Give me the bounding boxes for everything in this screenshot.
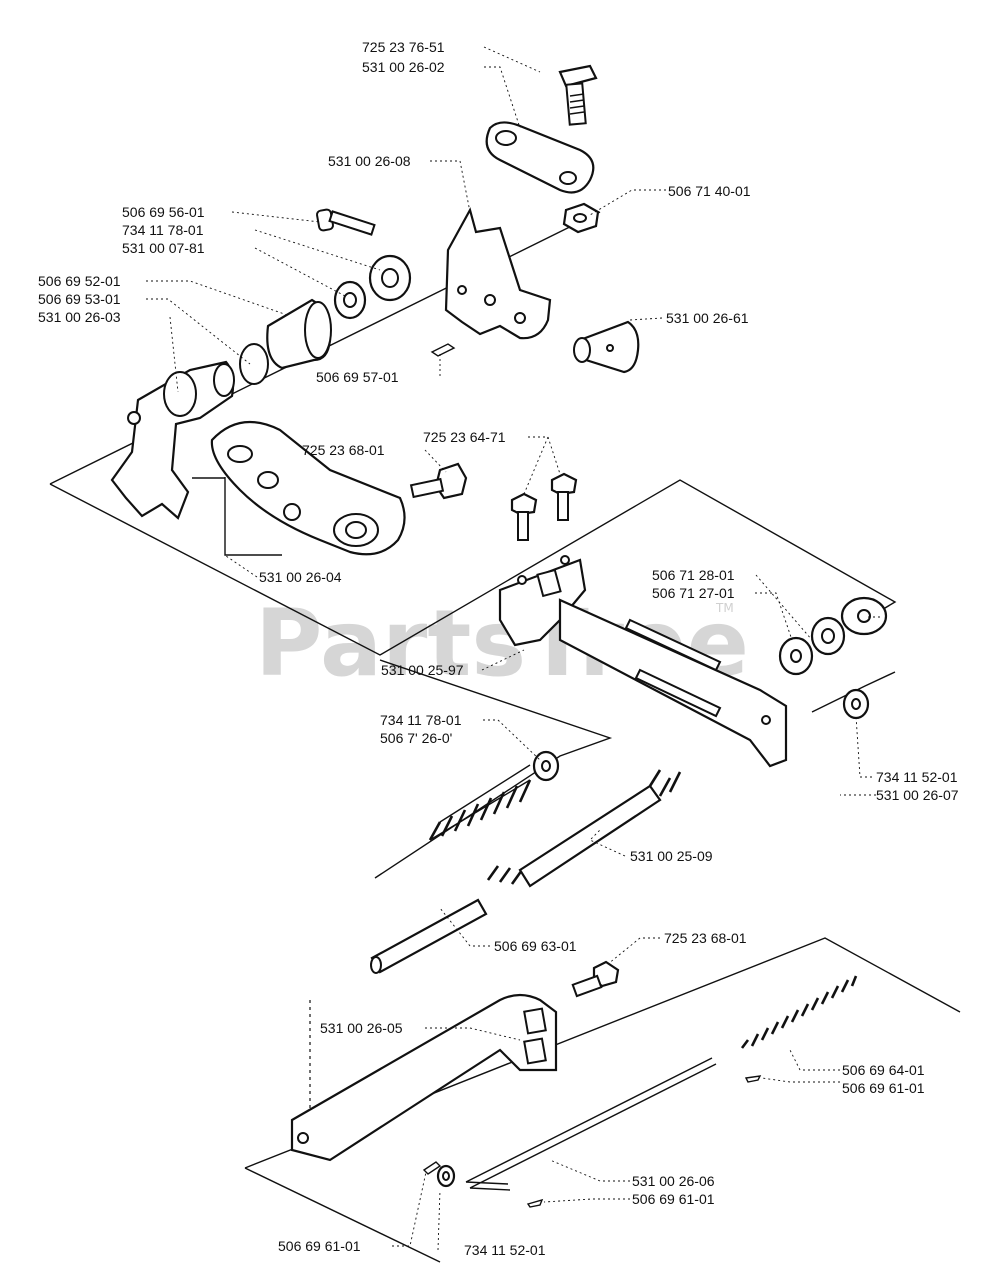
label-531-00-26-61: 531 00 26-61 [666, 310, 749, 326]
part-labels: 725 23 76-51 531 00 26-02 531 00 26-08 5… [38, 39, 959, 1258]
label-506-71-27-01: 506 71 27-01 [652, 585, 735, 601]
label-734-11-78-01: 734 11 78-01 [122, 222, 204, 238]
label-506-69-61-01-bottom: 506 69 61-01 [278, 1238, 361, 1254]
label-531-00-26-03: 531 00 26-03 [38, 309, 121, 325]
washer-right-1 [778, 636, 814, 676]
washer-right-2 [810, 616, 846, 656]
label-531-00-07-81: 531 00 07-81 [122, 240, 205, 256]
washer-large [368, 254, 412, 302]
label-506-69-53-01: 506 69 53-01 [38, 291, 121, 307]
label-734-11-52-01-right: 734 11 52-01 [876, 769, 958, 785]
label-725-23-68-01-lower: 725 23 68-01 [664, 930, 747, 946]
clip-right [744, 1075, 762, 1083]
bushing [266, 298, 332, 370]
label-506-71-26-01: 506 7' 26-0' [380, 730, 452, 746]
spring-upper [428, 764, 532, 841]
label-506-69-64-01: 506 69 64-01 [842, 1062, 925, 1078]
washer-right-small [842, 688, 870, 720]
label-531-00-26-07: 531 00 26-07 [876, 787, 959, 803]
label-734-11-78-01-lower: 734 11 78-01 [380, 712, 462, 728]
label-725-23-68-01-upper: 725 23 68-01 [302, 442, 385, 458]
bolt-arm [409, 462, 468, 500]
pivot-bolt [316, 208, 376, 236]
label-506-69-57-01: 506 69 57-01 [316, 369, 399, 385]
arm-bracket-frame [192, 477, 282, 556]
washer-spring [532, 750, 560, 782]
watermark-trademark: TM [715, 601, 734, 615]
nut-top [562, 202, 600, 234]
pin-cylinder [573, 320, 640, 374]
label-506-71-28-01: 506 71 28-01 [652, 567, 735, 583]
label-531-00-26-05: 531 00 26-05 [320, 1020, 403, 1036]
washer-bottom [436, 1164, 456, 1188]
pivot-bracket [444, 207, 552, 340]
label-531-00-26-04: 531 00 26-04 [259, 569, 342, 585]
label-506-71-40-01: 506 71 40-01 [668, 183, 751, 199]
lower-lever [290, 993, 558, 1162]
spring-rod [486, 769, 682, 888]
bolt-bracket-2 [550, 472, 578, 521]
long-rod [465, 1057, 717, 1191]
o-ring [239, 343, 269, 385]
label-725-23-76-51: 725 23 76-51 [362, 39, 445, 55]
label-506-69-52-01: 506 69 52-01 [38, 273, 121, 289]
washer-right-3 [840, 596, 888, 636]
leader-lines [146, 46, 880, 1251]
label-531-00-25-09: 531 00 25-09 [630, 848, 713, 864]
bolt-lower [571, 960, 620, 998]
label-506-69-63-01: 506 69 63-01 [494, 938, 577, 954]
link-arm-top [485, 121, 595, 194]
slotted-arm [558, 598, 788, 768]
label-506-69-56-01: 506 69 56-01 [122, 204, 205, 220]
mounting-bracket [498, 555, 587, 647]
label-531-00-25-97: 531 00 25-97 [381, 662, 464, 678]
bolt-bracket-1 [510, 492, 538, 541]
clip-lower [526, 1198, 544, 1208]
spring-lower [740, 975, 858, 1049]
label-506-69-61-01-right: 506 69 61-01 [842, 1080, 925, 1096]
label-506-69-61-01-lower: 506 69 61-01 [632, 1191, 715, 1207]
clip-bottom [422, 1161, 442, 1175]
rod-lower [370, 898, 488, 974]
shaft-yoke [110, 360, 235, 520]
label-734-11-52-01-bottom: 734 11 52-01 [464, 1242, 546, 1258]
curved-arm [210, 420, 406, 556]
clip-pin [430, 343, 456, 357]
label-531-00-26-08: 531 00 26-08 [328, 153, 411, 169]
label-531-00-26-06: 531 00 26-06 [632, 1173, 715, 1189]
label-531-00-26-02: 531 00 26-02 [362, 59, 445, 75]
bolt-top [558, 64, 598, 126]
label-725-23-64-71: 725 23 64-71 [423, 429, 506, 445]
washer-small [333, 280, 367, 320]
